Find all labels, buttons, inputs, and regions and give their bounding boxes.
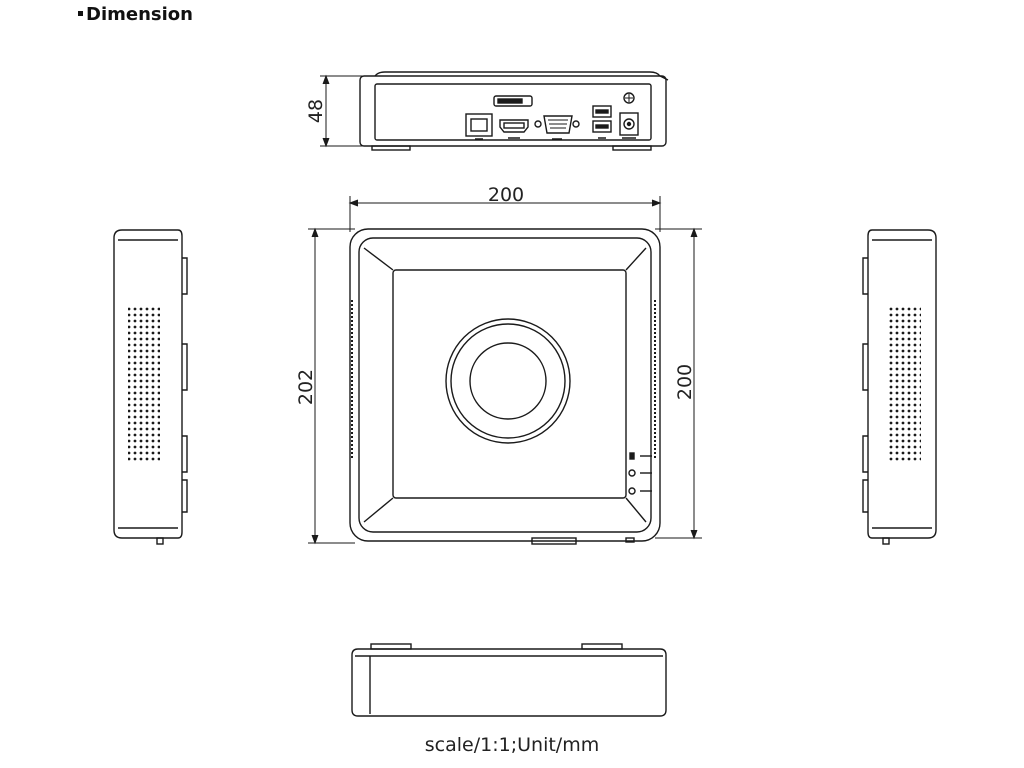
ground-screw-icon	[623, 92, 635, 104]
power-port-icon	[619, 112, 639, 136]
vga-port-icon	[543, 115, 573, 134]
status-led-icons	[628, 452, 652, 495]
left-side-view	[113, 229, 188, 545]
right-vent-dots	[889, 306, 921, 462]
section-heading: Dimension	[78, 4, 193, 25]
bullet-icon	[78, 10, 83, 16]
right-side-view	[862, 229, 937, 545]
width-dimension	[348, 196, 662, 232]
height-label: 48	[305, 99, 327, 123]
hdmi-port-icon	[499, 119, 529, 133]
scale-caption: scale/1:1;Unit/mm	[424, 734, 600, 756]
depth-left-label: 202	[295, 369, 317, 405]
hdmi-logo-icon	[493, 95, 533, 107]
left-vent-dots	[128, 306, 160, 462]
usb-port-icon	[592, 105, 612, 118]
depth-dimension-left	[308, 227, 355, 545]
front-view	[351, 643, 667, 717]
width-label: 200	[488, 184, 524, 206]
depth-right-label: 200	[674, 364, 696, 400]
depth-dimension-right	[655, 227, 702, 540]
section-title: Dimension	[86, 4, 193, 25]
top-view	[349, 228, 661, 545]
rear-view	[359, 71, 669, 151]
lan-port-icon	[465, 113, 493, 137]
height-dimension	[320, 74, 370, 148]
